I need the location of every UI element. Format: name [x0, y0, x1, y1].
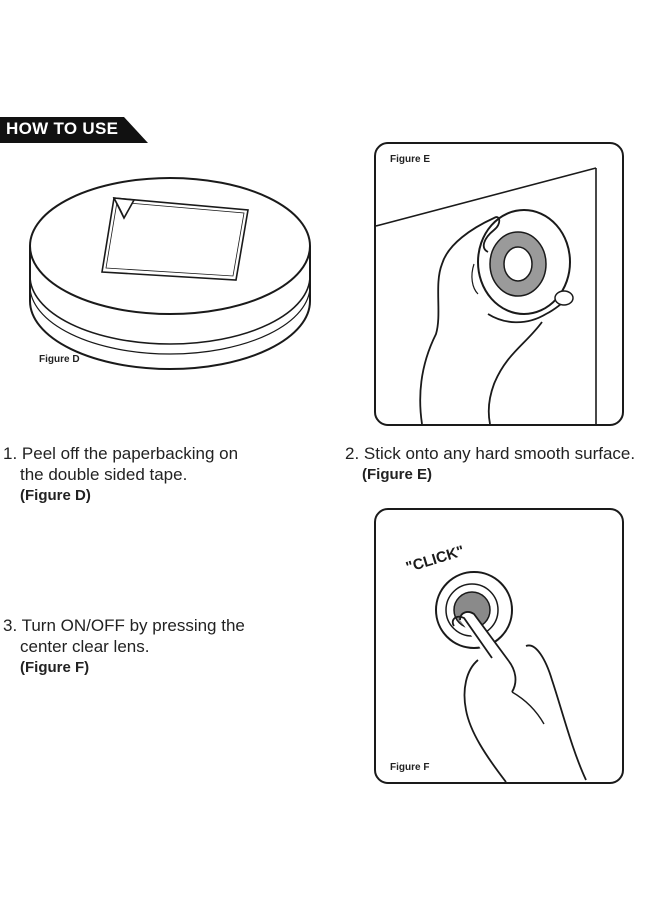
finger-pressing-lens-illustration — [435, 571, 587, 782]
step-3-line-1: 3. Turn ON/OFF by pressing the — [3, 616, 245, 635]
step-3-figure-ref: (Figure F) — [20, 659, 90, 676]
puck-light-illustration — [29, 177, 311, 370]
figure-f-frame: "CLICK" Figure F — [374, 508, 624, 784]
figure-d-label: Figure D — [39, 354, 80, 365]
step-2-figure-ref: (Figure E) — [362, 466, 432, 483]
figure-f-label: Figure F — [390, 762, 430, 773]
step-1-figure-ref: (Figure D) — [20, 487, 91, 504]
banner-title: HOW TO USE — [6, 119, 119, 138]
figure-e-label: Figure E — [390, 154, 431, 165]
figure-e-frame: Figure E — [374, 142, 624, 426]
figure-d: Figure D — [22, 176, 322, 376]
hand-sticking-light-illustration — [376, 167, 597, 424]
banner-shape — [0, 117, 148, 143]
step-1-line-2: the double sided tape. — [20, 465, 188, 484]
step-2-line-1: 2. Stick onto any hard smooth surface. — [345, 444, 636, 463]
step-3: 3. Turn ON/OFF by pressing the center cl… — [3, 615, 245, 678]
step-1-line-1: 1. Peel off the paperbacking on — [3, 444, 239, 463]
step-3-line-2: center clear lens. — [20, 637, 150, 656]
step-1: 1. Peel off the paperbacking on the doub… — [3, 443, 238, 506]
how-to-use-banner: HOW TO USE — [0, 117, 150, 143]
step-2: 2. Stick onto any hard smooth surface. (… — [345, 443, 635, 485]
